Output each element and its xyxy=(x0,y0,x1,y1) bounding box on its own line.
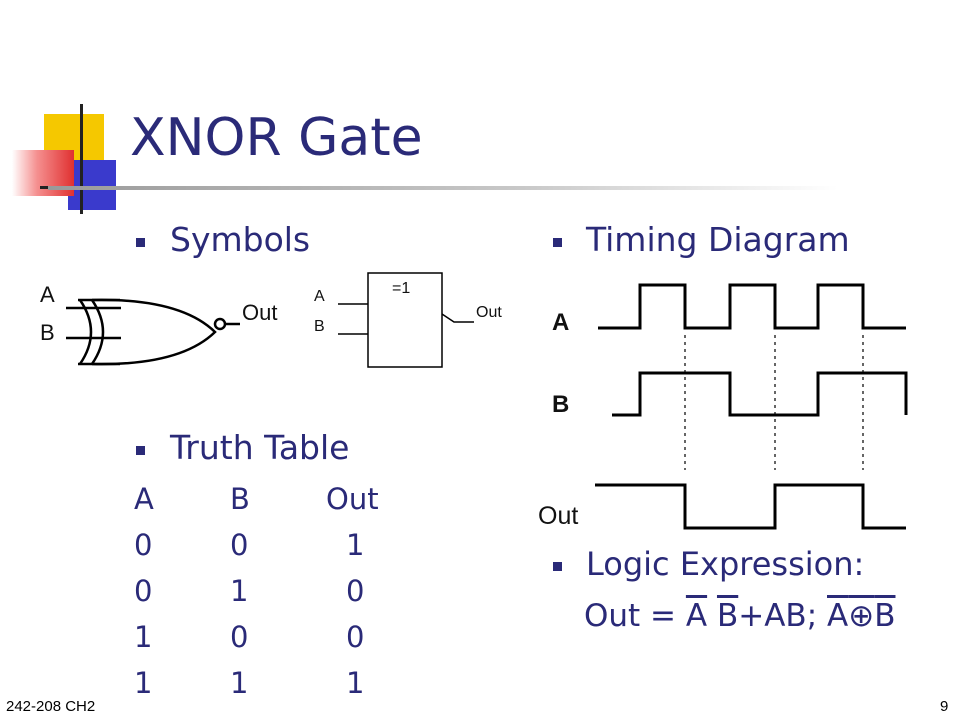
truth-table-heading: Truth Table xyxy=(170,428,350,467)
tt-row-0-out: 1 xyxy=(346,528,365,562)
iec-input-a-label: A xyxy=(314,288,325,305)
expr-rest: +AB; xyxy=(738,598,827,634)
waveform-out xyxy=(595,483,906,530)
bullet-timing xyxy=(553,238,562,247)
timing-heading: Timing Diagram xyxy=(586,220,850,259)
tt-row-0-a: 0 xyxy=(134,528,153,562)
iec-input-b-label: B xyxy=(314,318,325,335)
tt-row-0-b: 0 xyxy=(230,528,249,562)
expr-xor-b: B xyxy=(874,598,896,634)
tt-header-a: A xyxy=(134,482,154,516)
tt-row-2-a: 1 xyxy=(134,620,153,654)
tt-row-2-b: 0 xyxy=(230,620,249,654)
tt-row-1-out: 0 xyxy=(346,574,365,608)
expr-xor-a: A xyxy=(827,598,849,634)
expr-not-b: B xyxy=(716,598,739,634)
title-underline xyxy=(48,186,838,190)
bullet-logic xyxy=(553,562,562,571)
bullet-symbols xyxy=(136,238,145,247)
symbols-heading: Symbols xyxy=(170,220,311,259)
ansi-output-label: Out xyxy=(242,300,278,325)
logic-heading: Logic Expression: xyxy=(586,545,865,583)
timing-label-a: A xyxy=(552,309,570,336)
tt-row-3-out: 1 xyxy=(346,666,365,700)
expr-prefix: Out = xyxy=(584,598,686,634)
iec-output-label: Out xyxy=(476,304,502,321)
decor-vertical-line xyxy=(80,104,83,214)
timing-waveforms xyxy=(595,283,908,530)
ansi-input-b-label: B xyxy=(40,320,55,345)
ansi-input-a-label: A xyxy=(40,282,55,307)
expr-xor-symbol: ⊕ xyxy=(848,598,875,634)
tt-header-b: B xyxy=(230,482,250,516)
tt-row-3-a: 1 xyxy=(134,666,153,700)
logic-expression: Out = A B+AB; A⊕B xyxy=(584,598,895,634)
tt-row-1-a: 0 xyxy=(134,574,153,608)
iec-function-label: =1 xyxy=(392,280,411,297)
tt-row-2-out: 0 xyxy=(346,620,365,654)
timing-label-b: B xyxy=(552,391,570,418)
xnor-ansi-symbol xyxy=(78,298,240,366)
bullet-truth-table xyxy=(136,446,145,455)
waveform-a xyxy=(598,283,906,330)
expr-not-a: A xyxy=(685,598,708,634)
waveform-b xyxy=(612,371,908,417)
xnor-iec-symbol xyxy=(338,272,474,368)
decor-blue-square xyxy=(68,160,116,210)
timing-label-out: Out xyxy=(538,502,579,530)
xnor-ansi-inputs xyxy=(66,306,121,340)
tt-row-3-b: 1 xyxy=(230,666,249,700)
expr-xor-overline: A⊕B xyxy=(827,598,895,634)
page-title: XNOR Gate xyxy=(130,108,423,168)
tt-row-1-b: 1 xyxy=(230,574,249,608)
tt-header-out: Out xyxy=(326,482,379,516)
footer-course: 242-208 CH2 xyxy=(6,698,96,715)
footer-page-number: 9 xyxy=(940,698,949,715)
